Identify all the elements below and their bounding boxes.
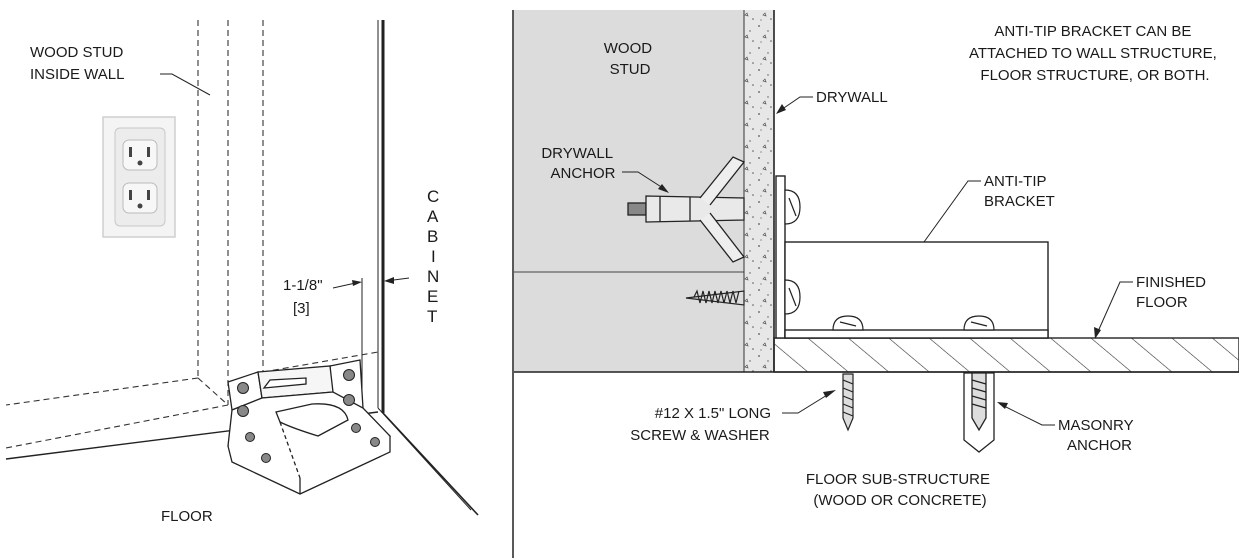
finished-floor-arrow (1094, 327, 1101, 339)
svg-text:#12 X 1.5" LONG SCREW &: #12 X 1.5" LONG SCREW & WASHER (630, 405, 775, 444)
svg-text:MASONRY ANCHOR: MASONRY ANCHOR (1058, 417, 1137, 454)
cabinet-bottom-edge (382, 412, 479, 516)
left-bracket-screws (237, 369, 380, 463)
wood-stud-label-line2: STUD (610, 61, 651, 78)
masonry-label-line2: ANCHOR (1067, 437, 1132, 454)
bracket-floor-screws (832, 315, 995, 331)
wood-stud-leader (160, 73, 211, 96)
dimension-arrow-right (384, 277, 394, 284)
svg-text:WOOD STUD INSIDE WALL: WOOD STUD INSIDE WALL (30, 44, 128, 83)
left-view: WOOD STUD INSIDE WALL 1-1/8" [3] C A B I… (5, 20, 479, 525)
drywall-label: DRYWALL (816, 89, 888, 106)
cabinet-letter: A (427, 207, 439, 226)
cabinet-letter: C (427, 187, 439, 206)
wood-stud-dashed-lines (5, 20, 379, 449)
left-anti-tip-bracket (227, 359, 392, 495)
screw-label-line2: SCREW & WASHER (630, 427, 770, 444)
cabinet-letter: I (431, 247, 436, 266)
dimension-metric-label: [3] (293, 300, 310, 317)
anti-tip-leader (923, 180, 981, 243)
drywall-arrow (776, 104, 786, 114)
note-line3: FLOOR STRUCTURE, OR BOTH. (980, 67, 1209, 84)
drywall-leader (777, 96, 813, 113)
anti-tip-label-line1: ANTI-TIP (984, 173, 1046, 190)
masonry-arrow (997, 402, 1008, 409)
svg-text:WOOD STUD: WOOD STUD (604, 40, 657, 78)
substructure-label-line1: FLOOR SUB-STRUCTURE (806, 471, 990, 488)
drywall-anchor-icon (627, 156, 746, 263)
anti-tip-bracket (775, 175, 1049, 339)
svg-text:FINISHED FLOOR: FINISHED FLOOR (1136, 274, 1210, 311)
screw-label-line1: #12 X 1.5" LONG (655, 405, 771, 422)
dimension-label: 1-1/8" (283, 277, 323, 294)
finished-floor-label-line2: FLOOR (1136, 294, 1188, 311)
screw-leader (782, 391, 833, 414)
cabinet-letter: T (427, 307, 437, 326)
finished-floor (773, 337, 1239, 373)
right-view: WOOD STUD ANTI-TIP BRACKET CAN BE ATTACH… (514, 10, 1239, 509)
cabinet-bottom-edge-inner (377, 407, 472, 511)
substructure-label-line2: (WOOD OR CONCRETE) (813, 492, 986, 509)
svg-text:ANTI-TIP BRACKET: ANTI-TIP BRACKET (984, 173, 1055, 210)
wood-stud-label-line1: WOOD (604, 40, 652, 57)
masonry-leader (999, 403, 1055, 426)
note-line1: ANTI-TIP BRACKET CAN BE (994, 23, 1191, 40)
finished-floor-leader (1095, 281, 1133, 337)
cabinet-letter: N (427, 267, 439, 286)
drywall-anchor-leader (622, 171, 667, 191)
drywall-layer (744, 10, 774, 372)
cabinet-letter: E (427, 287, 438, 306)
floor-label: FLOOR (161, 508, 213, 525)
floor-screw-icon (842, 373, 854, 432)
cabinet-letter: B (427, 227, 438, 246)
wall-outlet (102, 116, 176, 238)
screw-arrow (823, 390, 836, 398)
wall-screw-icon (685, 289, 745, 306)
finished-floor-label-line1: FINISHED (1136, 274, 1206, 291)
svg-text:FLOOR SUB-STRUCTURE (WOO: FLOOR SUB-STRUCTURE (WOOD OR CONCRETE) (806, 471, 994, 509)
drywall-anchor-label-line1: DRYWALL (541, 145, 612, 162)
anti-tip-label-line2: BRACKET (984, 193, 1055, 210)
cabinet-label: C A B I N E T (427, 187, 439, 326)
masonry-anchor-icon (963, 372, 995, 453)
bracket-wall-screws (784, 189, 801, 315)
wood-stud-label-line2: INSIDE WALL (30, 66, 124, 83)
dimension-arrow-left (352, 280, 362, 286)
drywall-anchor-label-line2: ANCHOR (550, 165, 615, 182)
svg-text:ANTI-TIP BRACKET CAN BE: ANTI-TIP BRACKET CAN BE ATTACHED TO WALL… (969, 23, 1221, 84)
note-line2: ATTACHED TO WALL STRUCTURE, (969, 45, 1217, 62)
drywall-anchor-arrow (658, 184, 669, 193)
wood-stud-label-line1: WOOD STUD (30, 44, 123, 61)
svg-text:DRYWALL ANCHOR: DRYWALL ANCHOR (541, 145, 616, 182)
masonry-label-line1: MASONRY (1058, 417, 1134, 434)
